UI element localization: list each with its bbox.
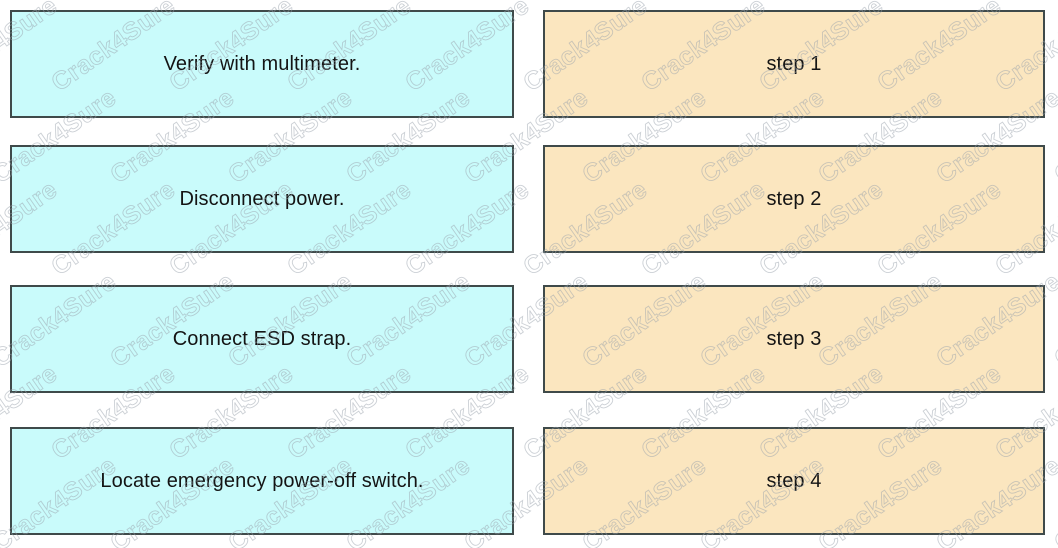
drop-target-step-2[interactable]: step 2 <box>543 145 1045 253</box>
match-row: Verify with multimeter. step 1 <box>0 10 1058 118</box>
drop-target-label: step 2 <box>766 188 822 210</box>
match-row: Connect ESD strap. step 3 <box>0 285 1058 393</box>
source-option-4[interactable]: Locate emergency power-off switch. <box>10 427 514 535</box>
source-option-label: Connect ESD strap. <box>172 328 352 350</box>
drop-target-label: step 3 <box>766 328 822 350</box>
source-option-3[interactable]: Connect ESD strap. <box>10 285 514 393</box>
drop-target-step-1[interactable]: step 1 <box>543 10 1045 118</box>
match-row: Disconnect power. step 2 <box>0 145 1058 253</box>
source-option-label: Disconnect power. <box>179 188 345 210</box>
drop-target-step-3[interactable]: step 3 <box>543 285 1045 393</box>
drop-target-label: step 1 <box>766 53 822 75</box>
match-row: Locate emergency power-off switch. step … <box>0 427 1058 535</box>
drop-target-label: step 4 <box>766 470 822 492</box>
drop-target-step-4[interactable]: step 4 <box>543 427 1045 535</box>
source-option-label: Verify with multimeter. <box>163 53 361 75</box>
source-option-1[interactable]: Verify with multimeter. <box>10 10 514 118</box>
source-option-2[interactable]: Disconnect power. <box>10 145 514 253</box>
source-option-label: Locate emergency power-off switch. <box>100 470 424 492</box>
